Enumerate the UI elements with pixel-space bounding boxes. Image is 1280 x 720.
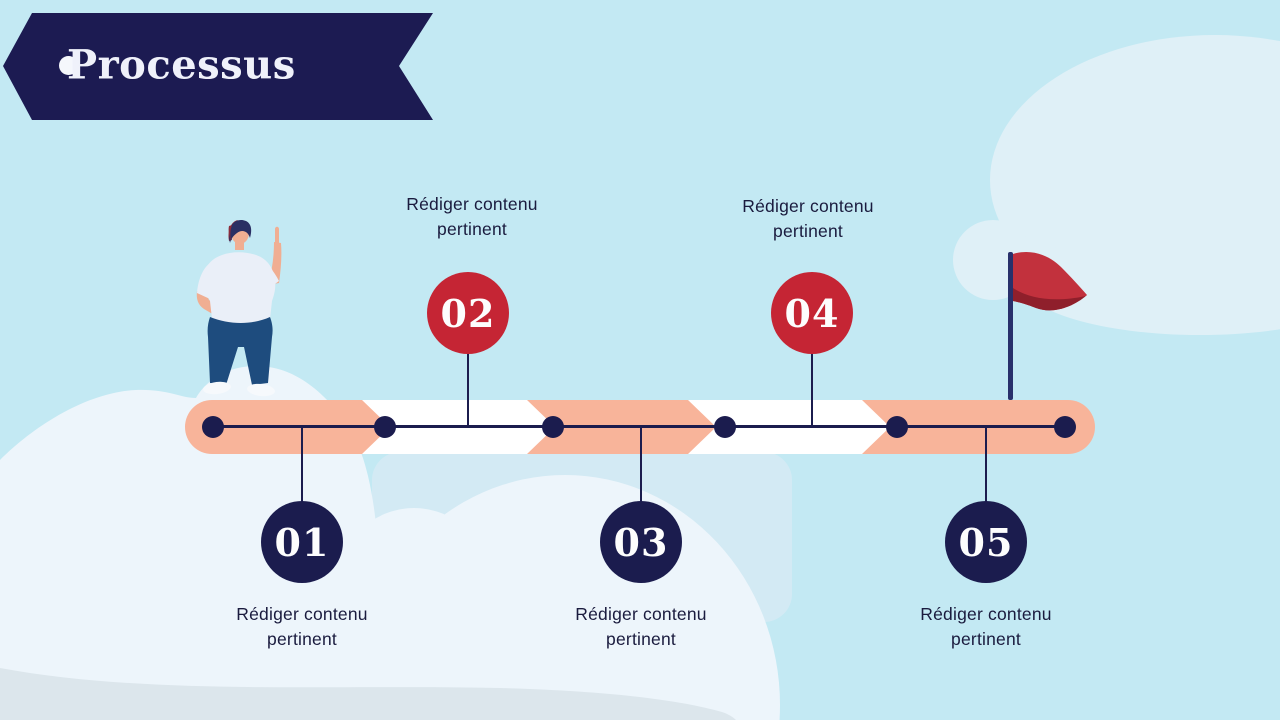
step-label-1: Rédiger contenu pertinent [236, 604, 368, 649]
timeline-node-dot [1054, 416, 1076, 438]
cloud-top-right [953, 35, 1280, 335]
cloud-bottom-left [0, 366, 380, 720]
timeline-node-dot [374, 416, 396, 438]
step-connector-5 [985, 427, 987, 503]
title-ribbon: Processus [3, 13, 433, 120]
timeline-line [213, 425, 1065, 428]
step-label-5: Rédiger contenu pertinent [920, 604, 1052, 649]
timeline-node-dot [202, 416, 224, 438]
step-number: 02 [440, 290, 496, 336]
step-circle-01: 01 [261, 501, 343, 583]
timeline-node-dot [714, 416, 736, 438]
bullet-dot-icon [59, 56, 78, 75]
step-label-3: Rédiger contenu pertinent [575, 604, 707, 649]
step-label-2: Rédiger contenu pertinent [406, 194, 538, 239]
step-label-4: Rédiger contenu pertinent [742, 196, 874, 241]
step-circle-02: 02 [427, 272, 509, 354]
timeline-node-dot [542, 416, 564, 438]
step-connector-2 [467, 351, 469, 427]
person-illustration [196, 219, 282, 397]
step-circle-03: 03 [600, 501, 682, 583]
timeline-node-dot [886, 416, 908, 438]
step-connector-3 [640, 427, 642, 503]
step-number: 04 [784, 290, 840, 336]
page-title: Processus [67, 41, 296, 89]
step-circle-04: 04 [771, 272, 853, 354]
step-connector-1 [301, 427, 303, 503]
step-number: 05 [958, 519, 1014, 565]
finish-flag-icon [1008, 251, 1087, 400]
cloud-shadow-band [0, 668, 736, 720]
step-number: 01 [274, 519, 330, 565]
step-connector-4 [811, 352, 813, 427]
step-number: 03 [613, 519, 669, 565]
step-circle-05: 05 [945, 501, 1027, 583]
